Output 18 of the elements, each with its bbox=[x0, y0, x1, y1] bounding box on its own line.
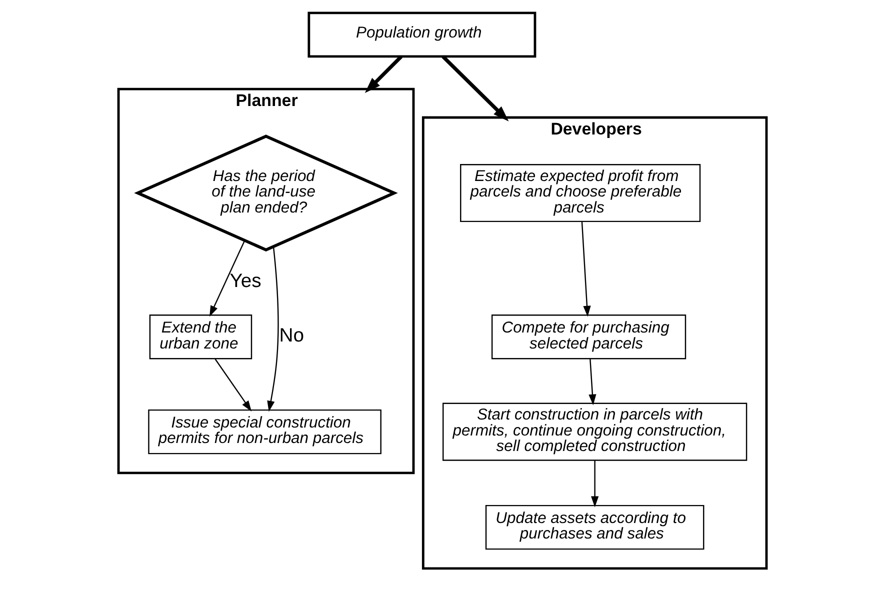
arrow bbox=[267, 246, 279, 412]
arrow bbox=[442, 55, 509, 122]
node-box: Start construction in parcels with permits, continue ongoing construction, sell completed construction bbox=[442, 402, 748, 461]
edge-label: Yes bbox=[230, 270, 262, 292]
node-box: Compete for purchasing selected parcels bbox=[491, 314, 686, 360]
edge-label: No bbox=[279, 324, 304, 346]
node-box: Estimate expected profit from parcels and choose preferable parcels bbox=[460, 164, 701, 222]
node-box: Issue special construction permits for non-urban parcels bbox=[148, 409, 382, 454]
node-box: Extend the urban zone bbox=[149, 314, 252, 360]
arrow bbox=[581, 221, 591, 317]
arrow bbox=[210, 240, 246, 317]
node-diamond: Has the period of the land-use plan ended? bbox=[134, 134, 398, 252]
arrow bbox=[588, 359, 596, 406]
node-box: Update assets according to purchases and sales bbox=[485, 504, 704, 550]
node-box: Population growth bbox=[308, 12, 536, 58]
arrow bbox=[214, 358, 252, 412]
arrow bbox=[591, 460, 599, 508]
arrow bbox=[364, 55, 403, 93]
